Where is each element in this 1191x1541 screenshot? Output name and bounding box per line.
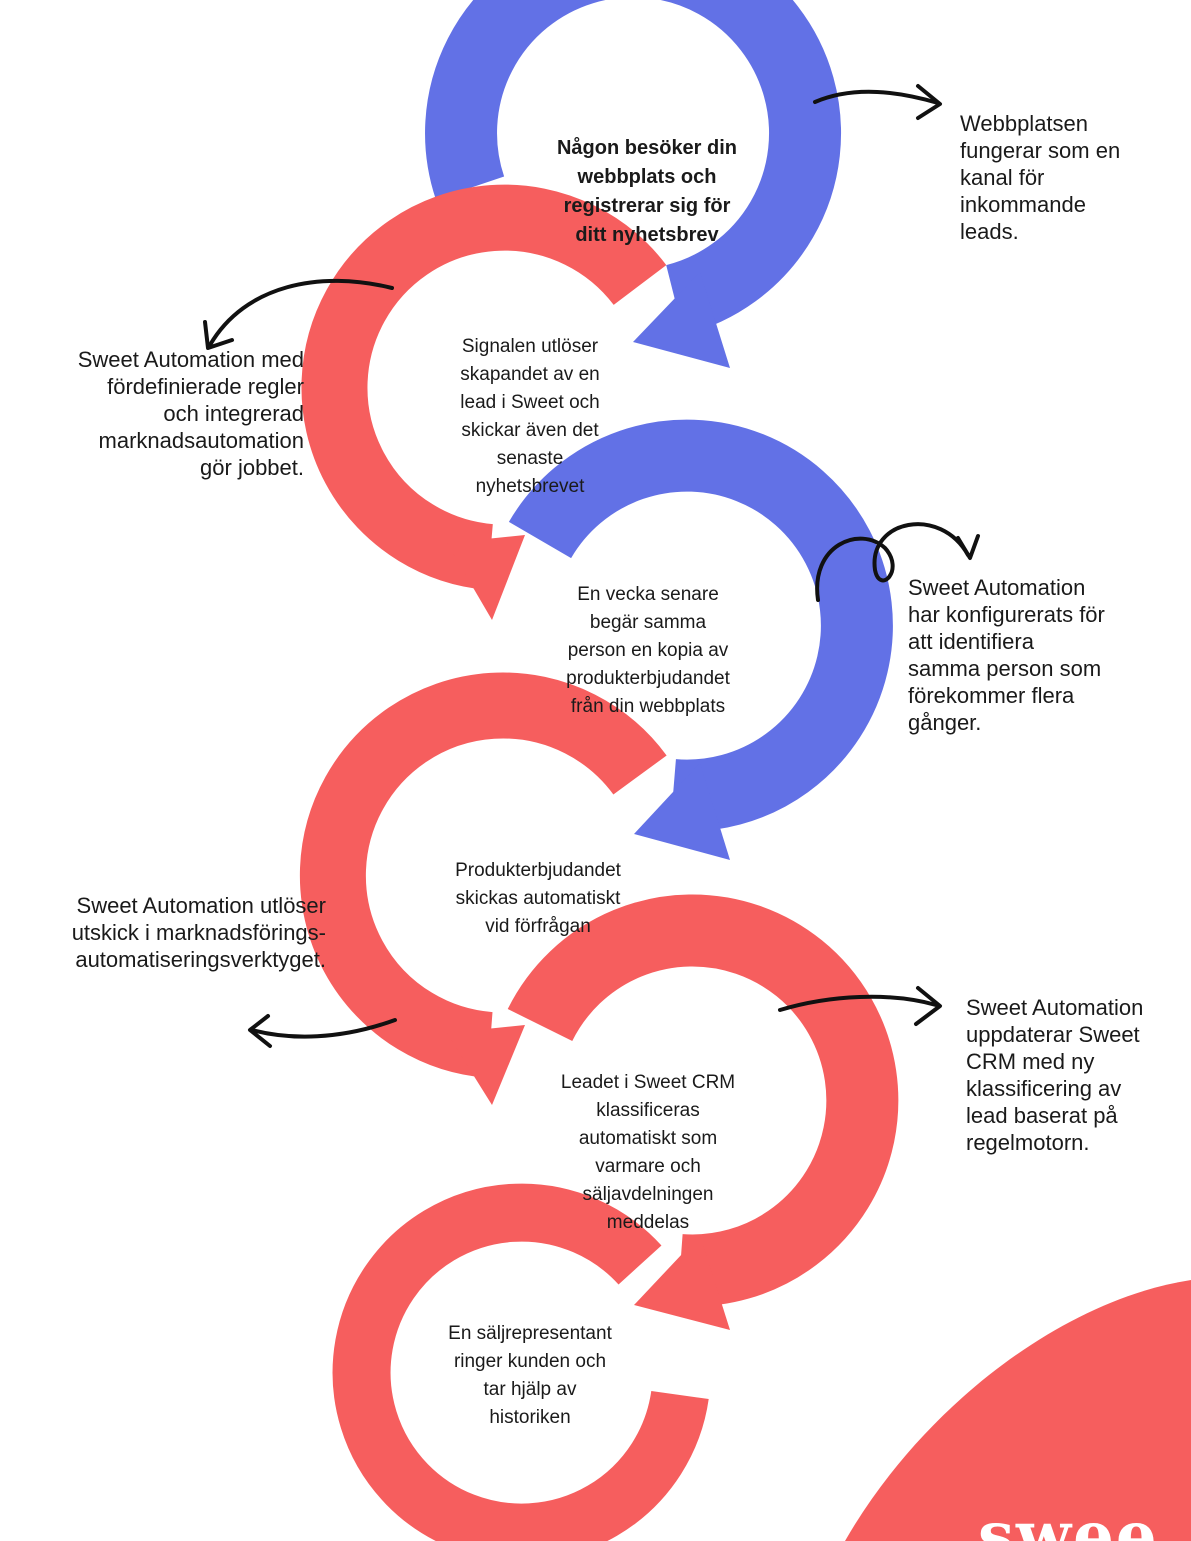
step-1-text: Någon besöker din webbplats och registre… [556,137,738,246]
note-1-arrow [813,84,942,120]
step-6-ring [332,1183,709,1541]
step-4-text: Produkterbjudandet skickas automatiskt v… [455,860,621,937]
note-3-arrow [815,522,980,602]
step-2-arrow [301,184,667,620]
note-2-text: Sweet Automation med fördefinierade regl… [77,347,304,480]
step-2-text: Signalen utlöser skapandet av en lead i … [460,336,600,497]
note-2-arrow [203,278,394,350]
note-4-arrow [248,1014,397,1048]
step-6-text: En säljrepresentant ringer kunden och ta… [448,1323,612,1428]
note-4-text: Sweet Automation utlöser utskick i markn… [71,893,326,972]
note-3-text: Sweet Automation har konfigurerats för a… [908,575,1105,735]
step-3-text: En vecka senare begär samma person en ko… [566,584,730,717]
step-4-arrow [299,672,667,1105]
brand-logo: swee [978,1498,1159,1541]
step-5-text: Leadet i Sweet CRM klassificeras automat… [560,1072,736,1233]
step-5-arrow [507,894,899,1330]
note-5-arrow [778,986,942,1026]
note-5-text: Sweet Automation uppdaterar Sweet CRM me… [966,995,1144,1155]
brand-blob [845,1280,1191,1541]
note-1-text: Webbplatsen fungerar som en kanal för in… [960,111,1121,244]
step-1-arrow [425,0,842,368]
